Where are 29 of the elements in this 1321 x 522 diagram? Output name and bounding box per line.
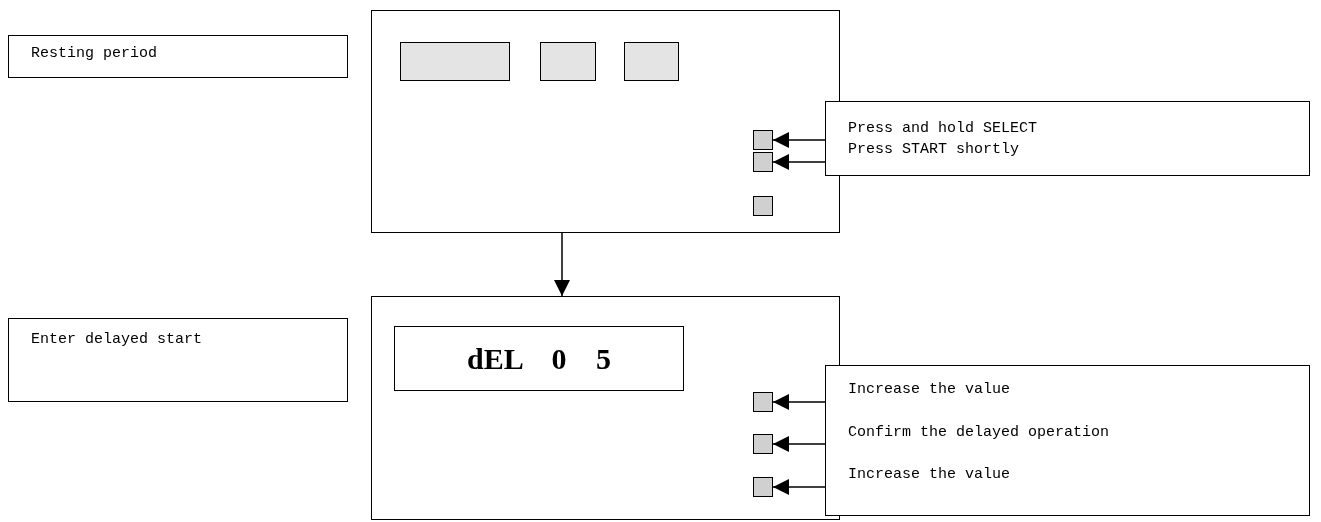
device-panel — [371, 296, 840, 520]
arrow — [772, 394, 826, 410]
arrow — [772, 132, 826, 148]
instruction-text: Press and hold SELECT — [848, 120, 1038, 138]
panel-button — [753, 196, 773, 216]
panel-button — [753, 434, 773, 454]
display-segment — [400, 42, 510, 81]
arrow — [772, 154, 826, 170]
instruction-text: Increase the value — [848, 466, 1011, 484]
arrow — [772, 479, 826, 495]
instruction-text: Increase the value — [848, 381, 1011, 399]
instruction-text: Confirm the delayed operation — [848, 424, 1110, 442]
instruction-box — [825, 101, 1310, 176]
panel-button — [753, 152, 773, 172]
label-text: Enter delayed start — [31, 331, 203, 349]
text-box — [8, 318, 348, 402]
label-text: Resting period — [31, 45, 158, 63]
arrow — [772, 436, 826, 452]
panel-button — [753, 477, 773, 497]
device-panel — [371, 10, 840, 233]
instruction-box — [825, 365, 1310, 516]
arrow — [554, 232, 570, 297]
display-segment — [624, 42, 679, 81]
panel-button — [753, 130, 773, 150]
display-readout: dEL 0 5 — [394, 326, 684, 391]
text-box — [8, 35, 348, 78]
instruction-text: Press START shortly — [848, 141, 1020, 159]
display-segment — [540, 42, 596, 81]
panel-button — [753, 392, 773, 412]
